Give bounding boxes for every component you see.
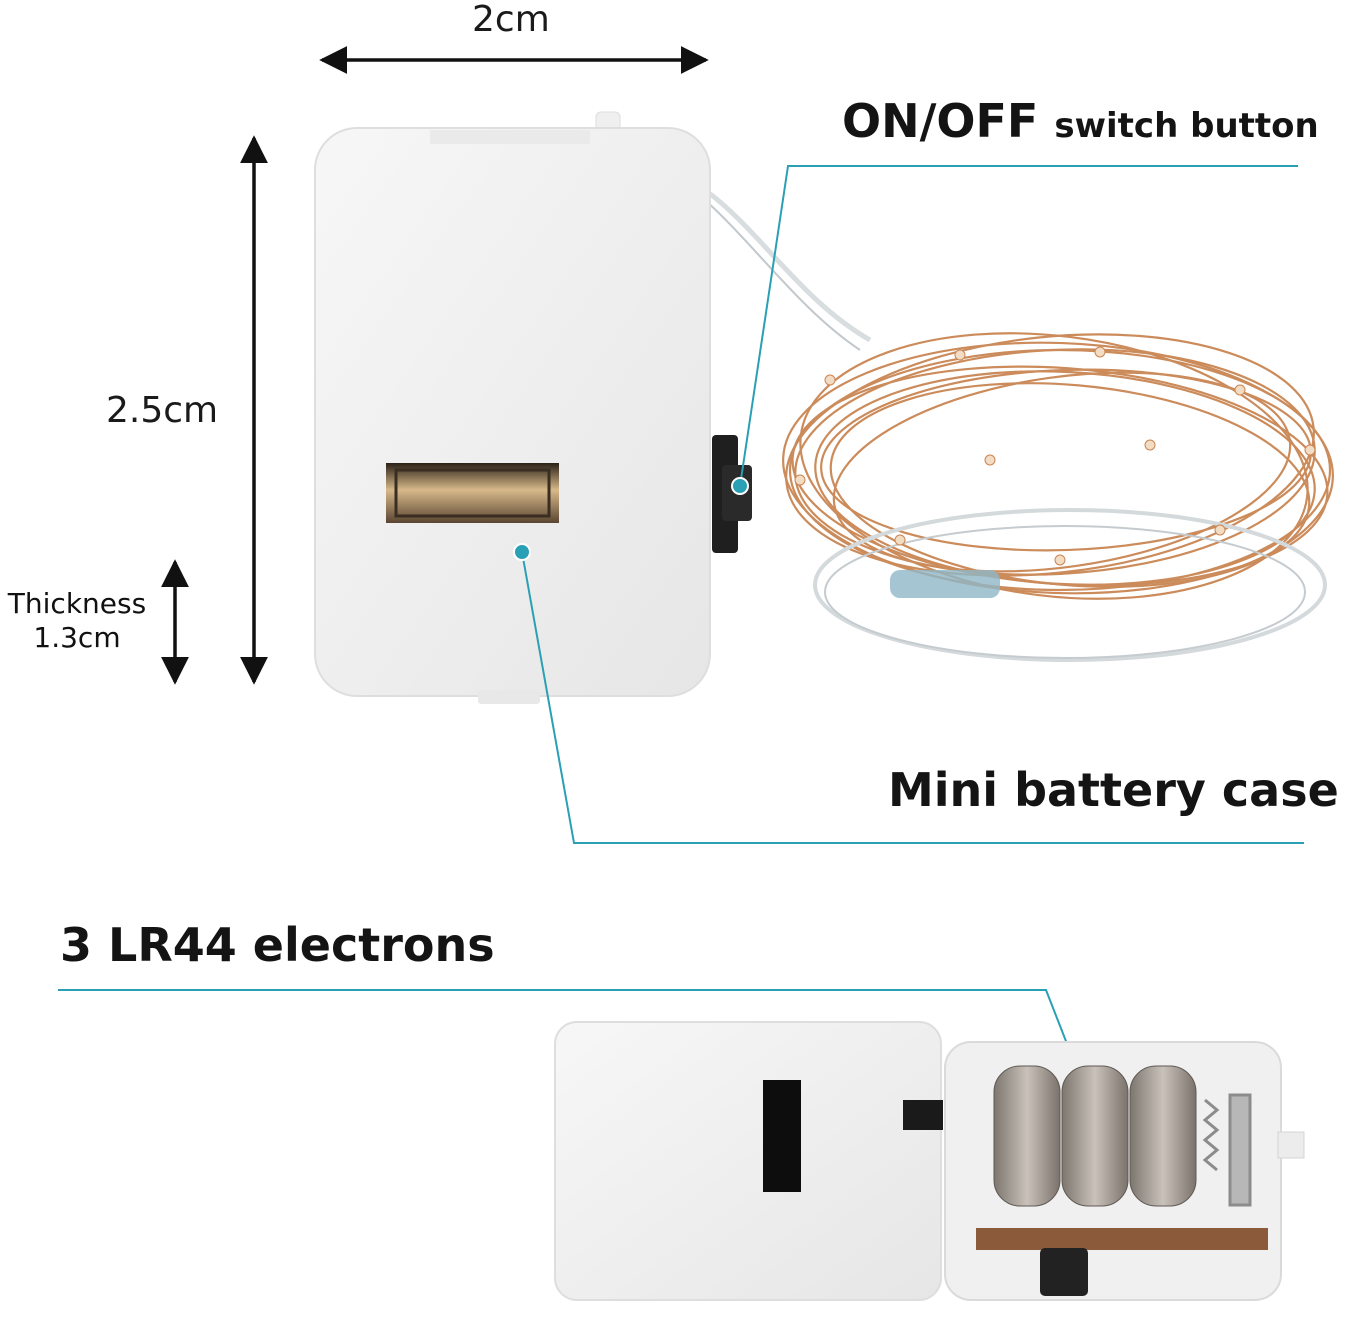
resistor-component [890,570,1000,598]
switch-callout-strong: ON/OFF [842,94,1039,148]
compartment-switch [1040,1248,1088,1296]
battery-spring [1202,1093,1252,1207]
battery-window [386,463,559,523]
battery-case-closed [314,111,711,704]
case-callout-label: Mini battery case [888,763,1339,817]
circuit-board [976,1228,1268,1250]
lr44-cells [993,1065,1197,1207]
lid-slot [763,1080,801,1192]
thickness-label: Thickness 1.3cm [2,587,152,654]
battery-callout-label: 3 LR44 electrons [60,918,495,972]
led-beads [794,346,1316,566]
switch-callout-dot [731,477,749,495]
thickness-label-line1: Thickness [7,587,147,620]
transparent-lead-wire [703,187,872,351]
clear-wire-loop [813,508,1327,662]
case-callout-dot [513,543,531,561]
battery-compartment [944,1041,1305,1301]
copper-wire-coil [782,332,1334,600]
switch-callout-line [739,165,1298,487]
switch-callout-rest: switch button [1054,106,1319,146]
battery-case-lid-open [554,1021,943,1301]
thickness-label-line2: 1.3cm [33,620,121,654]
case-callout-line [521,551,1304,844]
width-label: 2cm [472,0,550,40]
switch-callout-label: ON/OFF switch button [842,98,1319,144]
height-label: 2.5cm [106,390,219,431]
